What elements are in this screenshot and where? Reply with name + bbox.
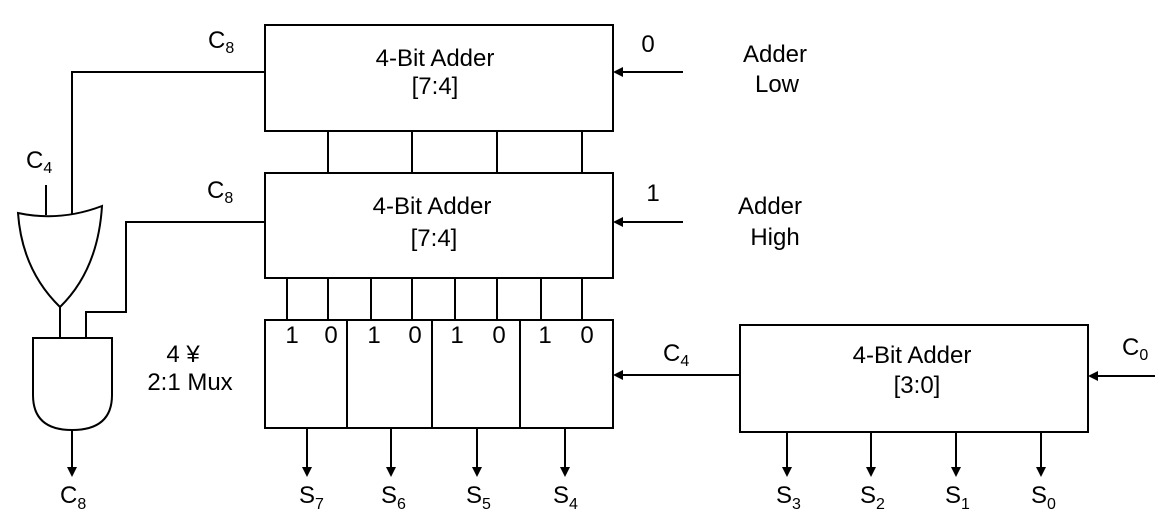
adder-low-side-label-2: Low [755,71,800,98]
output-label-s0: S0 [1031,482,1056,513]
adder-lsb-range: [3:0] [894,372,941,399]
adder-low-box [264,24,614,132]
c4-input-label: C4 [26,147,52,177]
adder-low-side-label-1: Adder [743,41,807,68]
adder-low-carry-in: 0 [641,31,654,58]
adder-high-box [264,172,614,279]
adder-high-side-label-1: Adder [738,193,802,220]
final-carry-out-label: C8 [60,482,86,513]
mux-label-line2: 2:1 Mux [147,369,232,396]
or-gate [16,204,104,309]
mux-input-label: 0 [324,322,337,349]
adder-high-range: [7:4] [411,225,458,252]
adder-lsb-title: 4-Bit Adder [853,342,972,369]
adder-high-carry-wire [85,221,265,338]
mux-input-label: 1 [285,322,298,349]
adder-high-carry-out-label: C8 [207,177,233,207]
output-label-s1: S1 [945,482,970,513]
mux-input-label: 0 [408,322,421,349]
adder-low-carry-out-label: C8 [208,27,234,57]
adder-low-carry-wire [71,71,265,215]
output-label-s5: S5 [466,482,491,513]
adder-low-range: [7:4] [412,73,459,100]
adder-lsb-carry-in-label: C0 [1122,334,1148,364]
adder-lsb-box [739,324,1089,433]
adder-high-title: 4-Bit Adder [373,193,492,220]
output-label-s2: S2 [860,482,885,513]
output-label-s4: S4 [553,482,578,513]
output-label-s7: S7 [299,482,324,513]
output-label-s3: S3 [776,482,801,513]
adder-high-carry-in: 1 [646,180,659,207]
mux-block [264,319,614,429]
adder-low-title: 4-Bit Adder [376,45,495,72]
output-label-s6: S6 [381,482,406,513]
adder-lsb-carry-out-label: C4 [663,340,689,370]
mux-input-label: 1 [538,322,551,349]
mux-input-label: 1 [367,322,380,349]
mux-input-label: 0 [580,322,593,349]
adder-high-side-label-2: High [750,224,799,251]
and-gate [32,337,113,432]
mux-label-line1: 4 ¥ [166,341,200,368]
mux-input-label: 0 [492,322,505,349]
mux-input-label: 1 [450,322,463,349]
